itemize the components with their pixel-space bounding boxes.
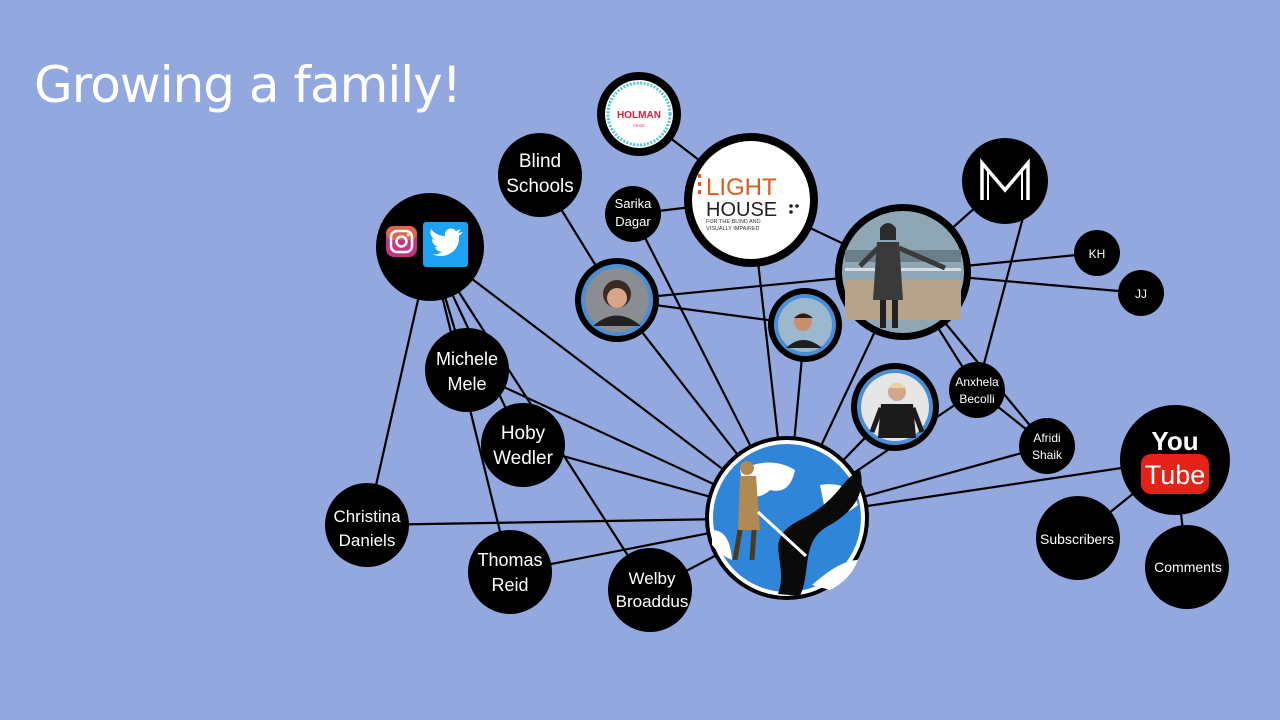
subscribers-label: Subscribers <box>1040 531 1114 547</box>
christina-line2: Daniels <box>339 531 396 550</box>
m-logo-node: M <box>962 138 1048 233</box>
afridi-line2: Shaik <box>1032 448 1063 462</box>
photo-node-woman <box>575 258 659 342</box>
m-logo-letter: M <box>1005 231 1006 233</box>
node-sarika-dagar: Sarika Dagar <box>605 186 661 242</box>
hoby-line2: Wedler <box>493 448 554 469</box>
node-thomas-reid: Thomas Reid <box>468 530 552 614</box>
node-anxhela-becolli: Anxhela Becolli <box>949 362 1005 418</box>
node-subscribers: Subscribers <box>1036 496 1120 580</box>
lighthouse-tagline1: FOR THE BLIND AND <box>706 219 761 225</box>
anxhela-line2: Becolli <box>959 392 994 406</box>
lighthouse-line1: LIGHT <box>706 174 777 201</box>
michele-line1: Michele <box>436 349 498 369</box>
youtube-tube: Tube <box>1145 460 1206 490</box>
lighthouse-node: LIGHT HOUSE FOR THE BLIND AND VISUALLY I… <box>684 133 818 267</box>
photo-node-man <box>768 288 842 362</box>
thomas-line2: Reid <box>491 575 528 595</box>
node-kh: KH <box>1074 230 1120 276</box>
lighthouse-line2: HOUSE <box>706 199 777 221</box>
michele-line2: Mele <box>447 374 486 394</box>
youtube-you: You <box>1151 426 1198 456</box>
welby-line2: Broaddus <box>616 592 689 611</box>
youtube-node: You Tube <box>1120 405 1230 515</box>
holman-sub: PRIZE <box>633 123 645 128</box>
photo-node-person <box>851 363 939 451</box>
welby-line1: Welby <box>629 569 676 588</box>
node-hoby-wedler: Hoby Wedler <box>481 403 565 487</box>
hoby-line1: Hoby <box>501 423 546 444</box>
social-node <box>376 193 484 301</box>
sarika-line2: Dagar <box>615 214 651 229</box>
node-christina-daniels: Christina Daniels <box>325 483 409 567</box>
youtube-icon <box>1141 454 1209 494</box>
blind-schools-line2: Schools <box>506 176 574 197</box>
central-globe-node <box>705 436 869 600</box>
lighthouse-tagline2: VISUALLY IMPAIRED <box>706 226 760 232</box>
anxhela-line1: Anxhela <box>955 375 999 389</box>
node-michele-mele: Michele Mele <box>425 328 509 412</box>
afridi-line1: Afridi <box>1033 431 1060 445</box>
node-welby-broaddus: Welby Broaddus <box>608 548 692 632</box>
instagram-icon <box>386 226 417 257</box>
node-comments: Comments <box>1145 525 1229 609</box>
comments-label: Comments <box>1154 559 1222 575</box>
m-logo-icon <box>980 158 1030 200</box>
slide-title: Growing a family! <box>34 56 462 114</box>
holman-text: HOLMAN <box>617 110 661 121</box>
node-blind-schools: Blind Schools <box>498 133 582 217</box>
thomas-line1: Thomas <box>477 550 542 570</box>
blind-schools-line1: Blind <box>519 151 561 172</box>
kh-label: KH <box>1089 247 1106 261</box>
sarika-line1: Sarika <box>615 196 653 211</box>
edge <box>975 209 1027 391</box>
photo-node-large <box>835 204 971 340</box>
twitter-icon <box>423 222 468 267</box>
node-afridi-shaik: Afridi Shaik <box>1019 418 1075 474</box>
node-jj: JJ <box>1118 270 1164 316</box>
jj-label: JJ <box>1135 287 1147 301</box>
christina-line1: Christina <box>333 507 401 526</box>
holman-prize-node: HOLMAN PRIZE <box>597 72 681 156</box>
